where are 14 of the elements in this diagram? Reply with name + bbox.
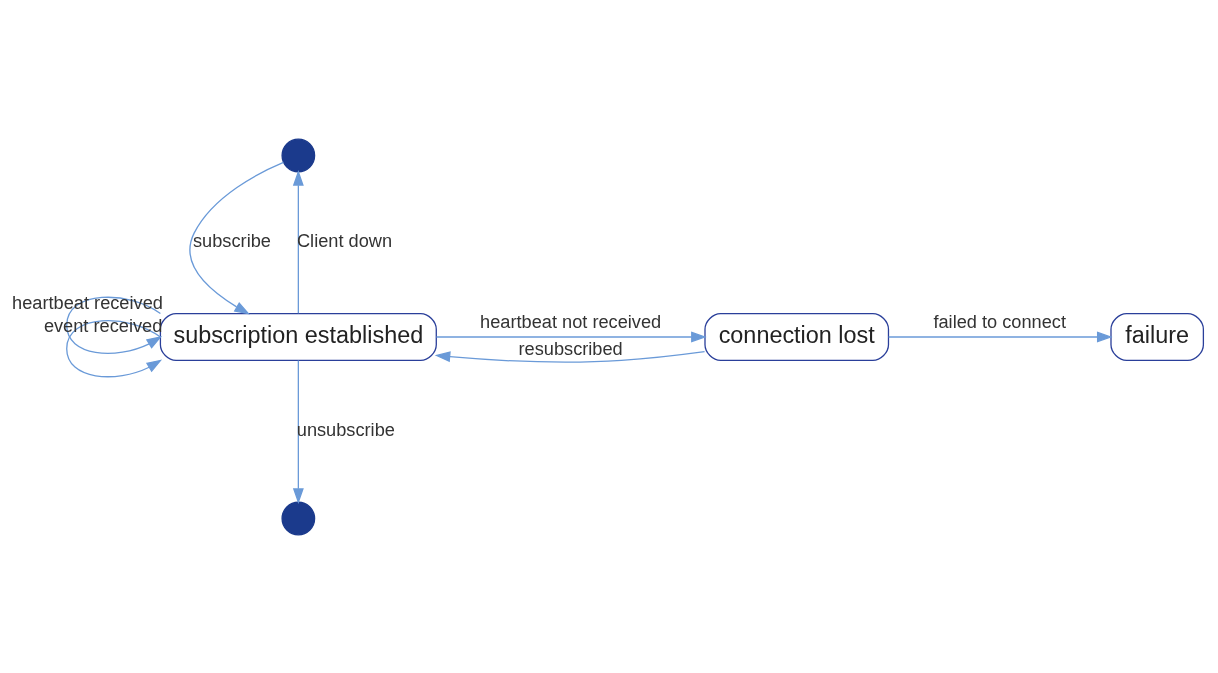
arrow — [887, 331, 1113, 342]
arrow — [434, 350, 706, 363]
edge-label: failed to connect — [933, 311, 1067, 332]
arrow — [435, 331, 707, 342]
arrow — [292, 169, 304, 314]
arrow — [189, 161, 285, 315]
node-box: connection lost — [704, 312, 890, 361]
node-circle — [281, 138, 316, 172]
arrow — [292, 359, 304, 504]
edge-label: heartbeat not received — [480, 311, 662, 332]
edge-label: subscribe — [193, 230, 271, 251]
node-circle — [281, 501, 316, 535]
edge-label: resubscribed — [518, 338, 623, 359]
node-box: failure — [1110, 312, 1205, 361]
